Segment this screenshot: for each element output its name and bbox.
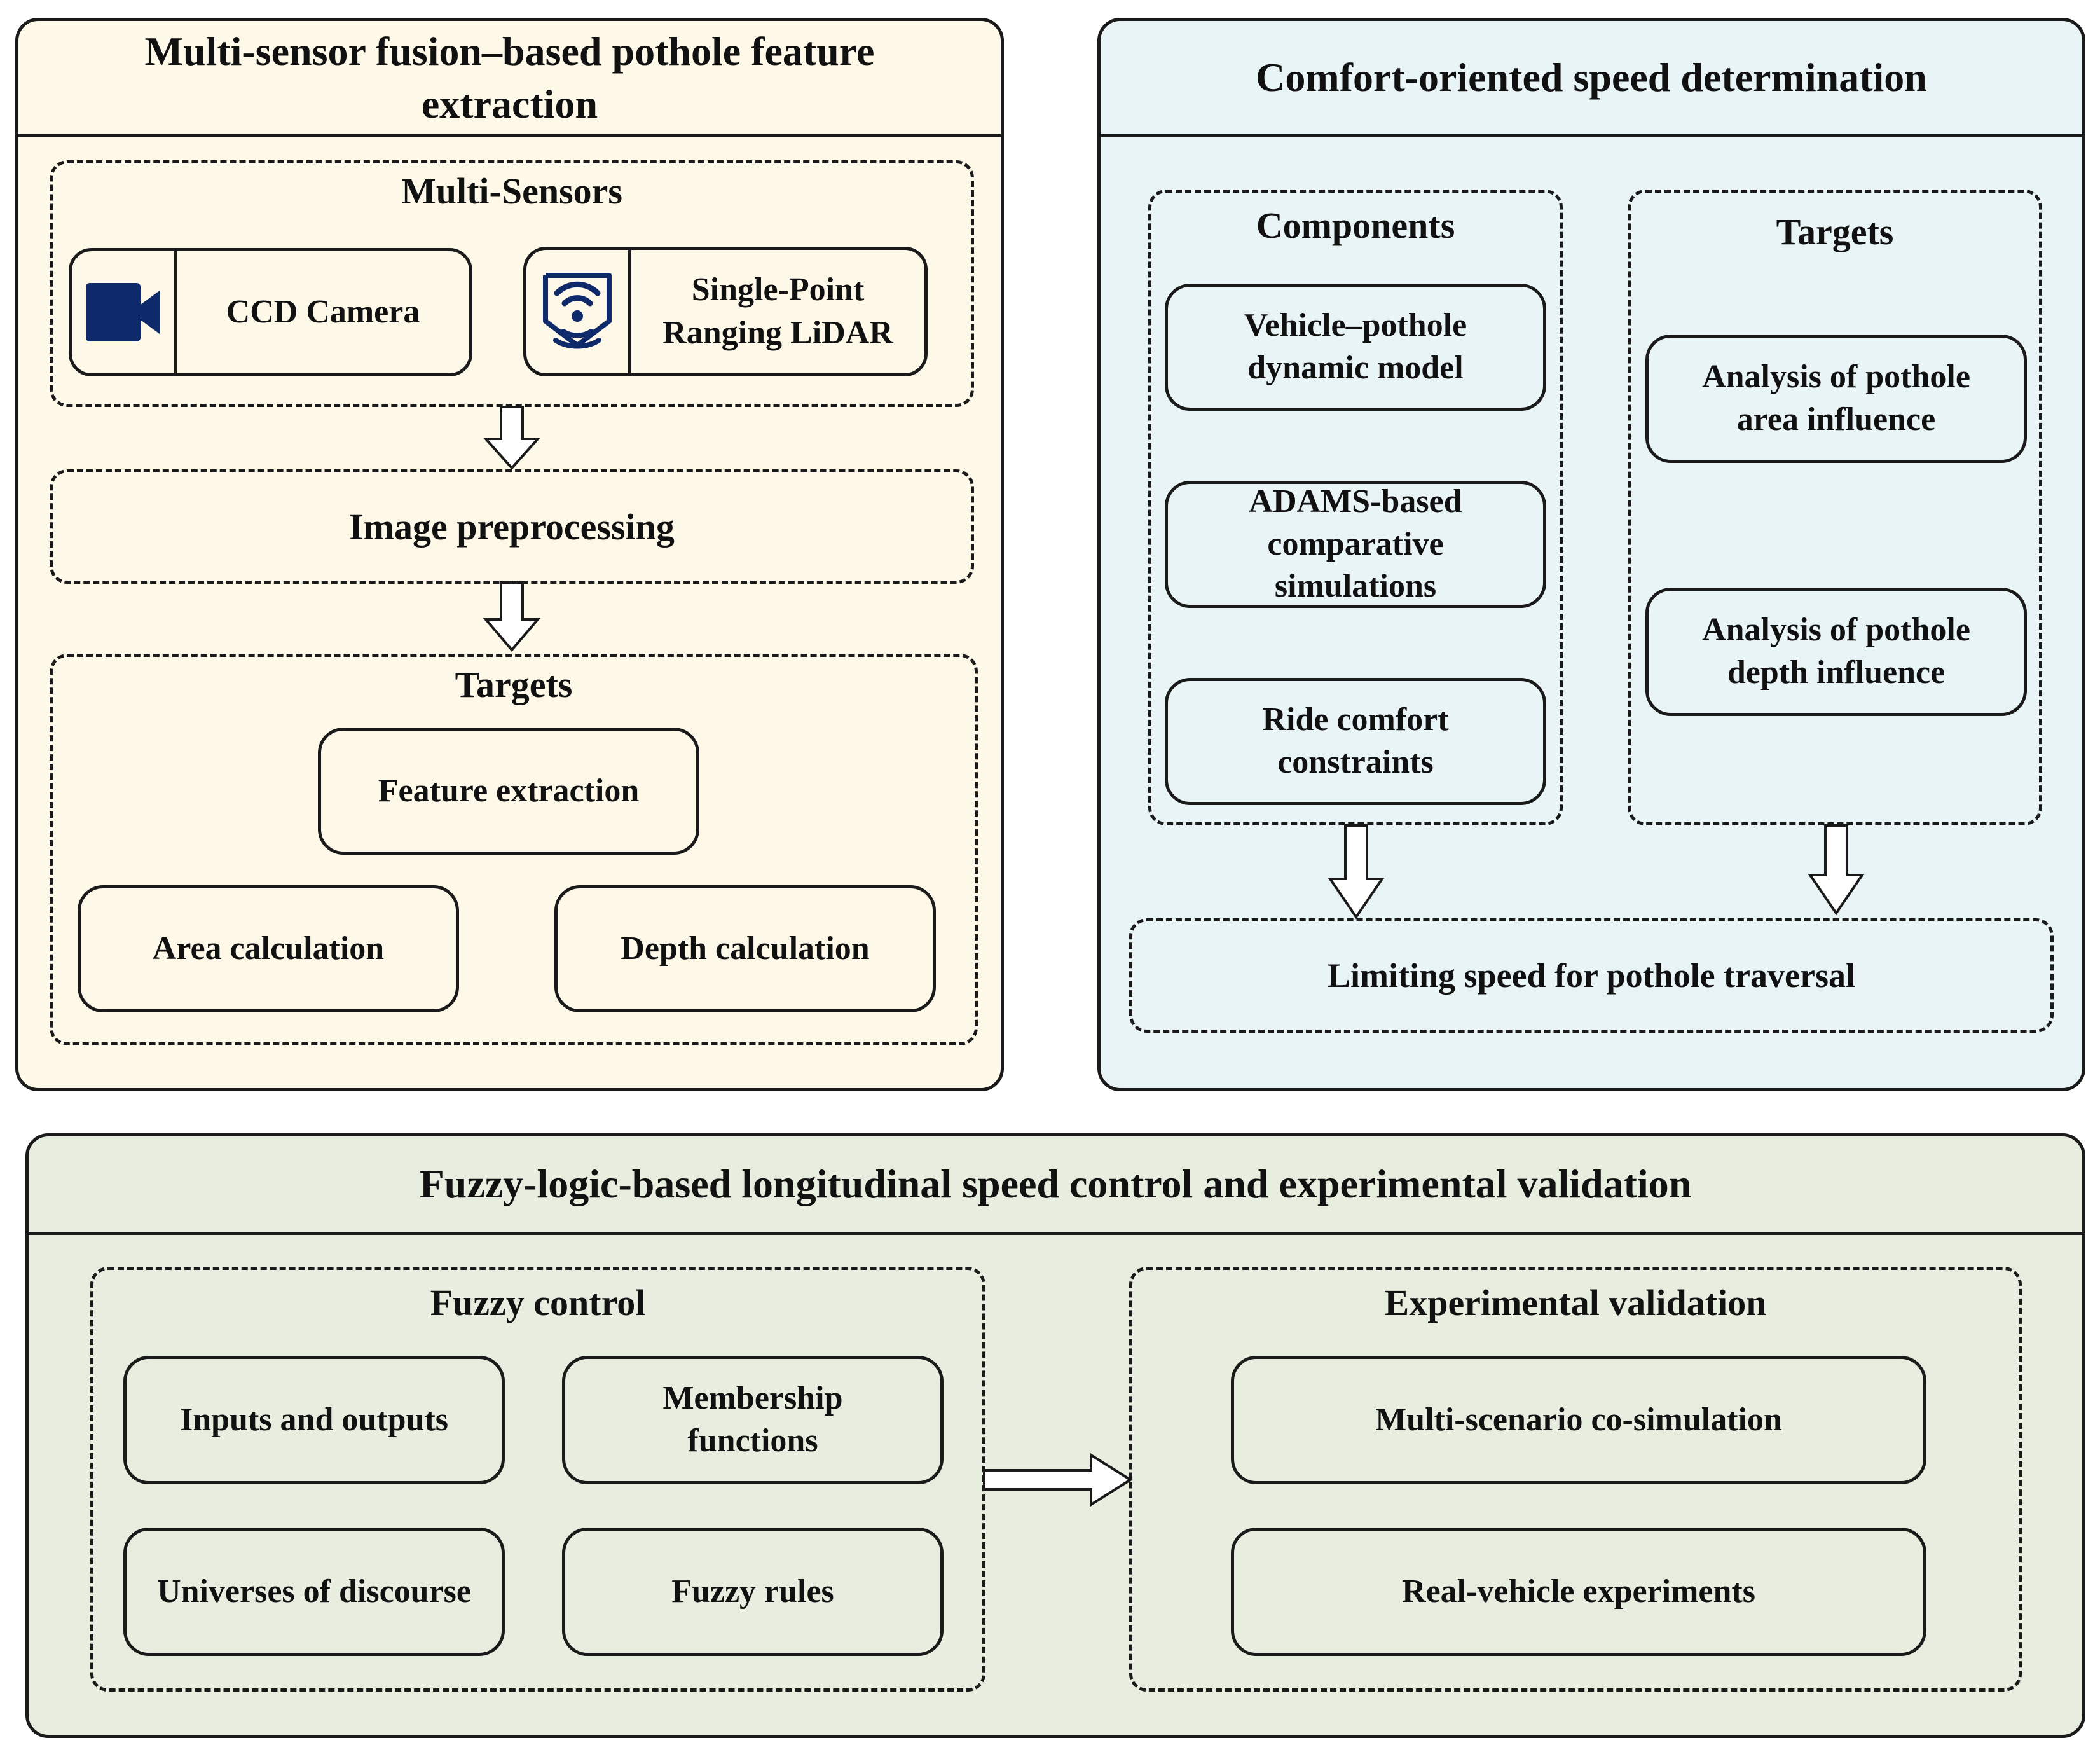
right-arrow-fuzzy-to-validation (983, 1452, 1133, 1507)
depth-calculation-box: Depth calculation (554, 885, 936, 1012)
experimental-validation-group: Experimental validation (1129, 1267, 2022, 1692)
limiting-speed-box: Limiting speed for pothole traversal (1129, 918, 2054, 1033)
components-title: Components (1256, 205, 1455, 246)
limiting-speed-label: Limiting speed for pothole traversal (1328, 956, 1855, 995)
image-preprocessing-label: Image preprocessing (349, 506, 675, 548)
speed-determination-panel: Comfort-oriented speed determination (1097, 18, 2085, 1091)
ccd-camera-box: CCD Camera (69, 248, 472, 376)
multi-sensors-group: Multi-Sensors (50, 160, 974, 407)
down-arrow-preprocessing-to-targets (483, 581, 540, 652)
validation-item-co-simulation: Multi-scenario co-simulation (1231, 1356, 1926, 1484)
speed-determination-title: Comfort-oriented speed determination (1101, 21, 2082, 137)
component-item-ride-comfort: Ride comfort constraints (1165, 678, 1546, 805)
speed-control-panel: Fuzzy-logic-based longitudinal speed con… (25, 1133, 2085, 1738)
feature-extraction-title: Multi-sensor fusion–based pothole featur… (18, 21, 1001, 137)
lidar-box: Single-Point Ranging LiDAR (523, 247, 928, 376)
component-item-adams-simulations: ADAMS-based comparative simulations (1165, 481, 1546, 608)
experimental-validation-title: Experimental validation (1384, 1282, 1767, 1323)
area-calculation-box: Area calculation (78, 885, 459, 1012)
down-arrow-targets-to-limiting-speed (1808, 824, 1865, 916)
speed-targets-title: Targets (1776, 211, 1894, 252)
speed-control-title: Fuzzy-logic-based longitudinal speed con… (29, 1136, 2082, 1235)
camera-icon-cell (72, 251, 177, 373)
fuzzy-item-universes: Universes of discourse (123, 1528, 505, 1656)
feature-extraction-box: Feature extraction (318, 728, 699, 855)
speed-targets-group: Targets (1628, 190, 2042, 825)
feature-extraction-panel: Multi-sensor fusion–based pothole featur… (15, 18, 1004, 1091)
fuzzy-item-membership-functions: Membership functions (562, 1356, 944, 1484)
feature-targets-group: Targets (50, 654, 978, 1045)
fuzzy-item-inputs-outputs: Inputs and outputs (123, 1356, 505, 1484)
down-arrow-sensors-to-preprocessing (483, 406, 540, 471)
multi-sensors-title: Multi-Sensors (401, 170, 622, 212)
lidar-signal-icon (543, 273, 612, 349)
fuzzy-item-rules: Fuzzy rules (562, 1528, 944, 1656)
components-group: Components (1148, 190, 1563, 825)
fuzzy-control-title: Fuzzy control (430, 1282, 646, 1323)
image-preprocessing-box: Image preprocessing (50, 469, 974, 584)
feature-targets-title: Targets (455, 664, 573, 705)
component-item-dynamic-model: Vehicle–pothole dynamic model (1165, 284, 1546, 411)
ccd-camera-label: CCD Camera (226, 294, 420, 331)
lidar-label: Single-Point Ranging LiDAR (662, 272, 893, 351)
down-arrow-components-to-limiting-speed (1328, 824, 1385, 920)
target-item-depth-influence: Analysis of pothole depth influence (1645, 588, 2027, 716)
lidar-icon-cell (526, 250, 631, 373)
video-camera-icon (86, 283, 160, 341)
validation-item-real-vehicle: Real-vehicle experiments (1231, 1528, 1926, 1656)
target-item-area-influence: Analysis of pothole area influence (1645, 335, 2027, 463)
